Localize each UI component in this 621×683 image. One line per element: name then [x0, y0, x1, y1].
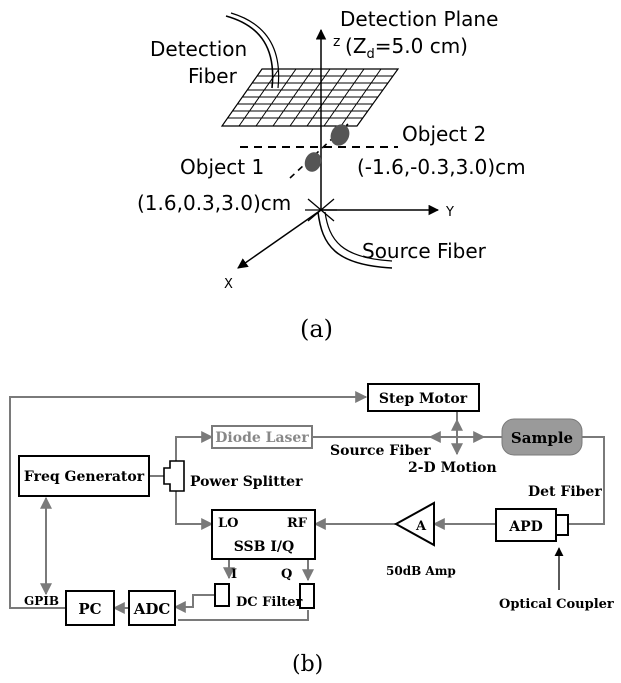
object-1-coords: (1.6,0.3,3.0)cm	[137, 191, 291, 215]
adc-box	[128, 590, 176, 626]
ssb-iq-label: SSB I/Q	[234, 539, 294, 555]
detection-fiber-label-2: Fiber	[188, 64, 238, 88]
signal-lines	[9, 391, 605, 621]
x-axis	[237, 209, 322, 269]
gpib-label: GPIB	[24, 594, 59, 608]
y-axis-label: Y	[445, 205, 454, 220]
object-2-label: Object 2	[402, 122, 486, 146]
q-filter-to-adc-line	[178, 610, 309, 621]
amplifier-triangle	[393, 501, 435, 547]
source-fiber-label: Source Fiber	[362, 239, 487, 263]
freq-generator-label: Freq Generator	[24, 469, 145, 485]
step-motor-label: Step Motor	[379, 391, 468, 407]
x-axis-label: X	[224, 277, 233, 292]
apd-label: APD	[508, 519, 543, 535]
q-label: Q	[281, 567, 292, 582]
diode-laser-label: Diode Laser	[215, 430, 309, 446]
step-motor-box	[367, 383, 480, 412]
rf-label: RF	[287, 516, 308, 531]
object-2-coords: (-1.6,-0.3,3.0)cm	[357, 155, 526, 179]
optical-coupler-label: Optical Coupler	[499, 597, 614, 612]
diode-laser-box	[211, 425, 313, 449]
power-splitter-shape	[163, 460, 185, 492]
panel-b: Step Motor Sample Diode Laser Source Fib…	[9, 383, 614, 677]
det-fiber-line	[568, 436, 605, 525]
ssb-iq-box	[211, 509, 316, 560]
amp-label: 50dB Amp	[386, 564, 456, 578]
detection-plane-zd: (Zd=5.0 cm)	[345, 34, 468, 62]
dc-filter-i-box	[214, 583, 230, 607]
z-axis-label: z	[333, 34, 340, 50]
origin-star	[305, 198, 337, 222]
splitter-to-lo-line	[175, 490, 214, 530]
sample-label: Sample	[511, 429, 573, 447]
dc-filter-q-box	[299, 583, 315, 609]
lo-label: LO	[218, 516, 238, 531]
apd-coupler-box	[555, 514, 569, 536]
panel-a: Detection Plane (Zd=5.0 cm) Detection Fi…	[137, 7, 526, 343]
power-splitter-label: Power Splitter	[190, 474, 303, 490]
object-2-marker	[330, 124, 350, 146]
det-fiber-label: Det Fiber	[528, 484, 602, 500]
motion-label: 2-D Motion	[408, 460, 497, 476]
detection-fiber-label-1: Detection	[150, 37, 247, 61]
amp-symbol-label: A	[415, 519, 427, 534]
splitter-to-laser-line	[175, 431, 214, 462]
i-label: I	[231, 567, 237, 582]
source-fiber-label-b: Source Fiber	[330, 443, 431, 459]
caption-b: (b)	[292, 652, 323, 677]
adc-label: ADC	[133, 600, 171, 618]
object-1-label: Object 1	[180, 155, 264, 179]
object-1-marker	[304, 152, 322, 172]
pc-label: PC	[78, 600, 101, 618]
gpib-to-step-motor-line	[9, 391, 368, 609]
detection-plane-label: Detection Plane	[340, 7, 498, 31]
caption-a: (a)	[300, 315, 333, 343]
sample-box	[501, 418, 583, 456]
i-filter-to-adc-line	[173, 594, 215, 613]
source-fiber-inner	[324, 211, 393, 262]
pc-box	[65, 590, 115, 626]
dc-filter-label: DC Filter	[236, 595, 303, 610]
detection-plane-grid	[220, 68, 400, 127]
source-fiber	[317, 211, 393, 269]
freq-generator-box	[18, 455, 150, 497]
